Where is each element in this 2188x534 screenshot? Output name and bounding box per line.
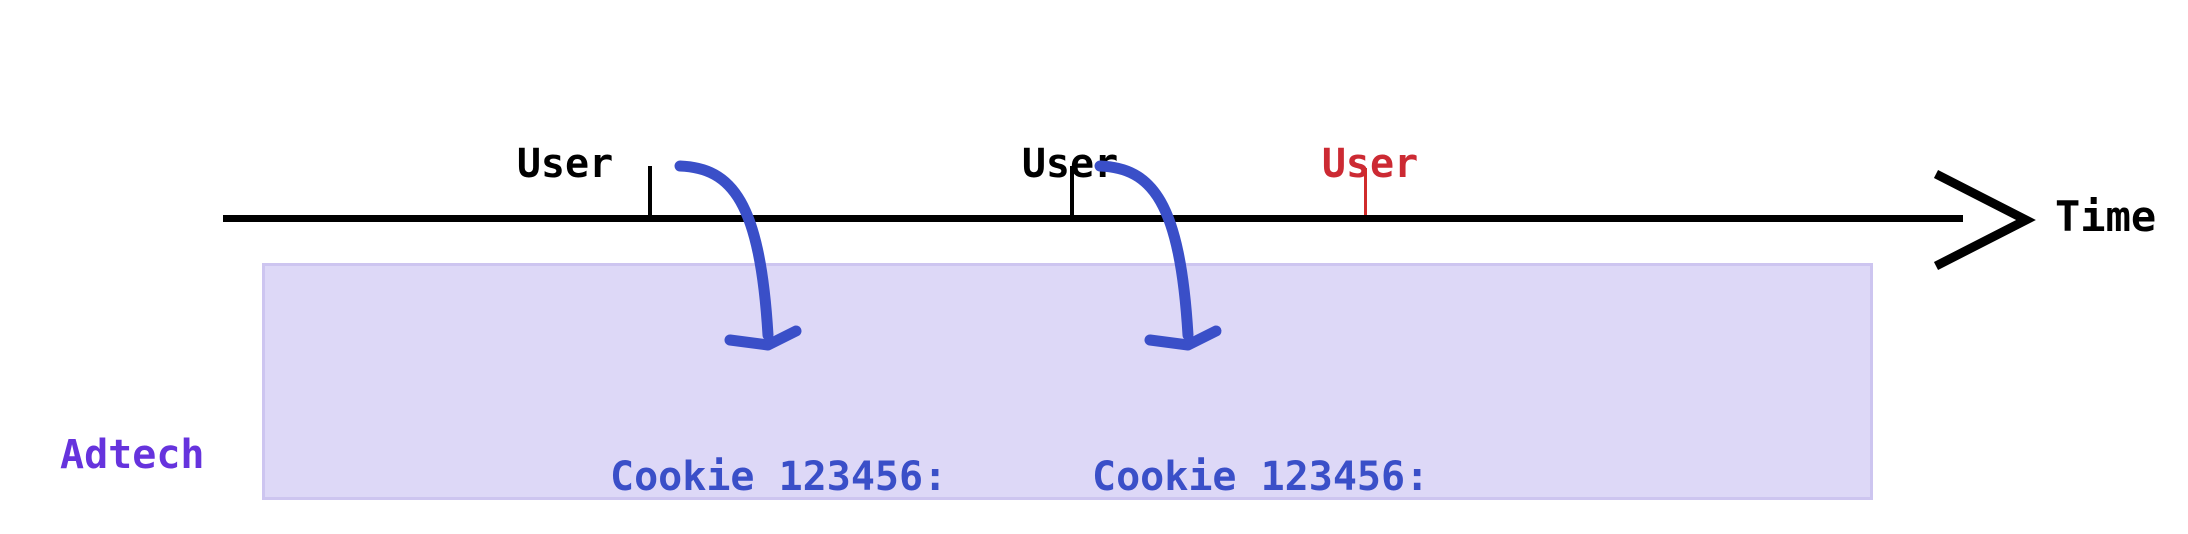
event-label-clears-data-line1: User: [1321, 140, 1419, 187]
event-label-ad-click-line1: User: [516, 140, 614, 187]
tick-ad-click: [648, 166, 652, 220]
adtech-server-label: Adtech server: [60, 330, 205, 534]
log-entry-ad-clicked: Cookie 123456: Ad clicked: [610, 352, 947, 534]
time-axis-label: Time: [2055, 192, 2157, 241]
adtech-server-box: [262, 263, 1873, 500]
tick-conversion: [1070, 166, 1074, 220]
log-entry-converted-line1: Cookie 123456:: [1092, 454, 1430, 500]
log-entry-ad-clicked-line1: Cookie 123456:: [610, 454, 948, 500]
adtech-server-label-line1: Adtech: [60, 432, 205, 478]
timeline-axis: [223, 215, 1963, 222]
right-arrow-icon: [1933, 169, 2036, 271]
log-entry-converted: Cookie 123456: Converted: [1092, 352, 1429, 534]
tick-clears-data: [1364, 168, 1367, 221]
